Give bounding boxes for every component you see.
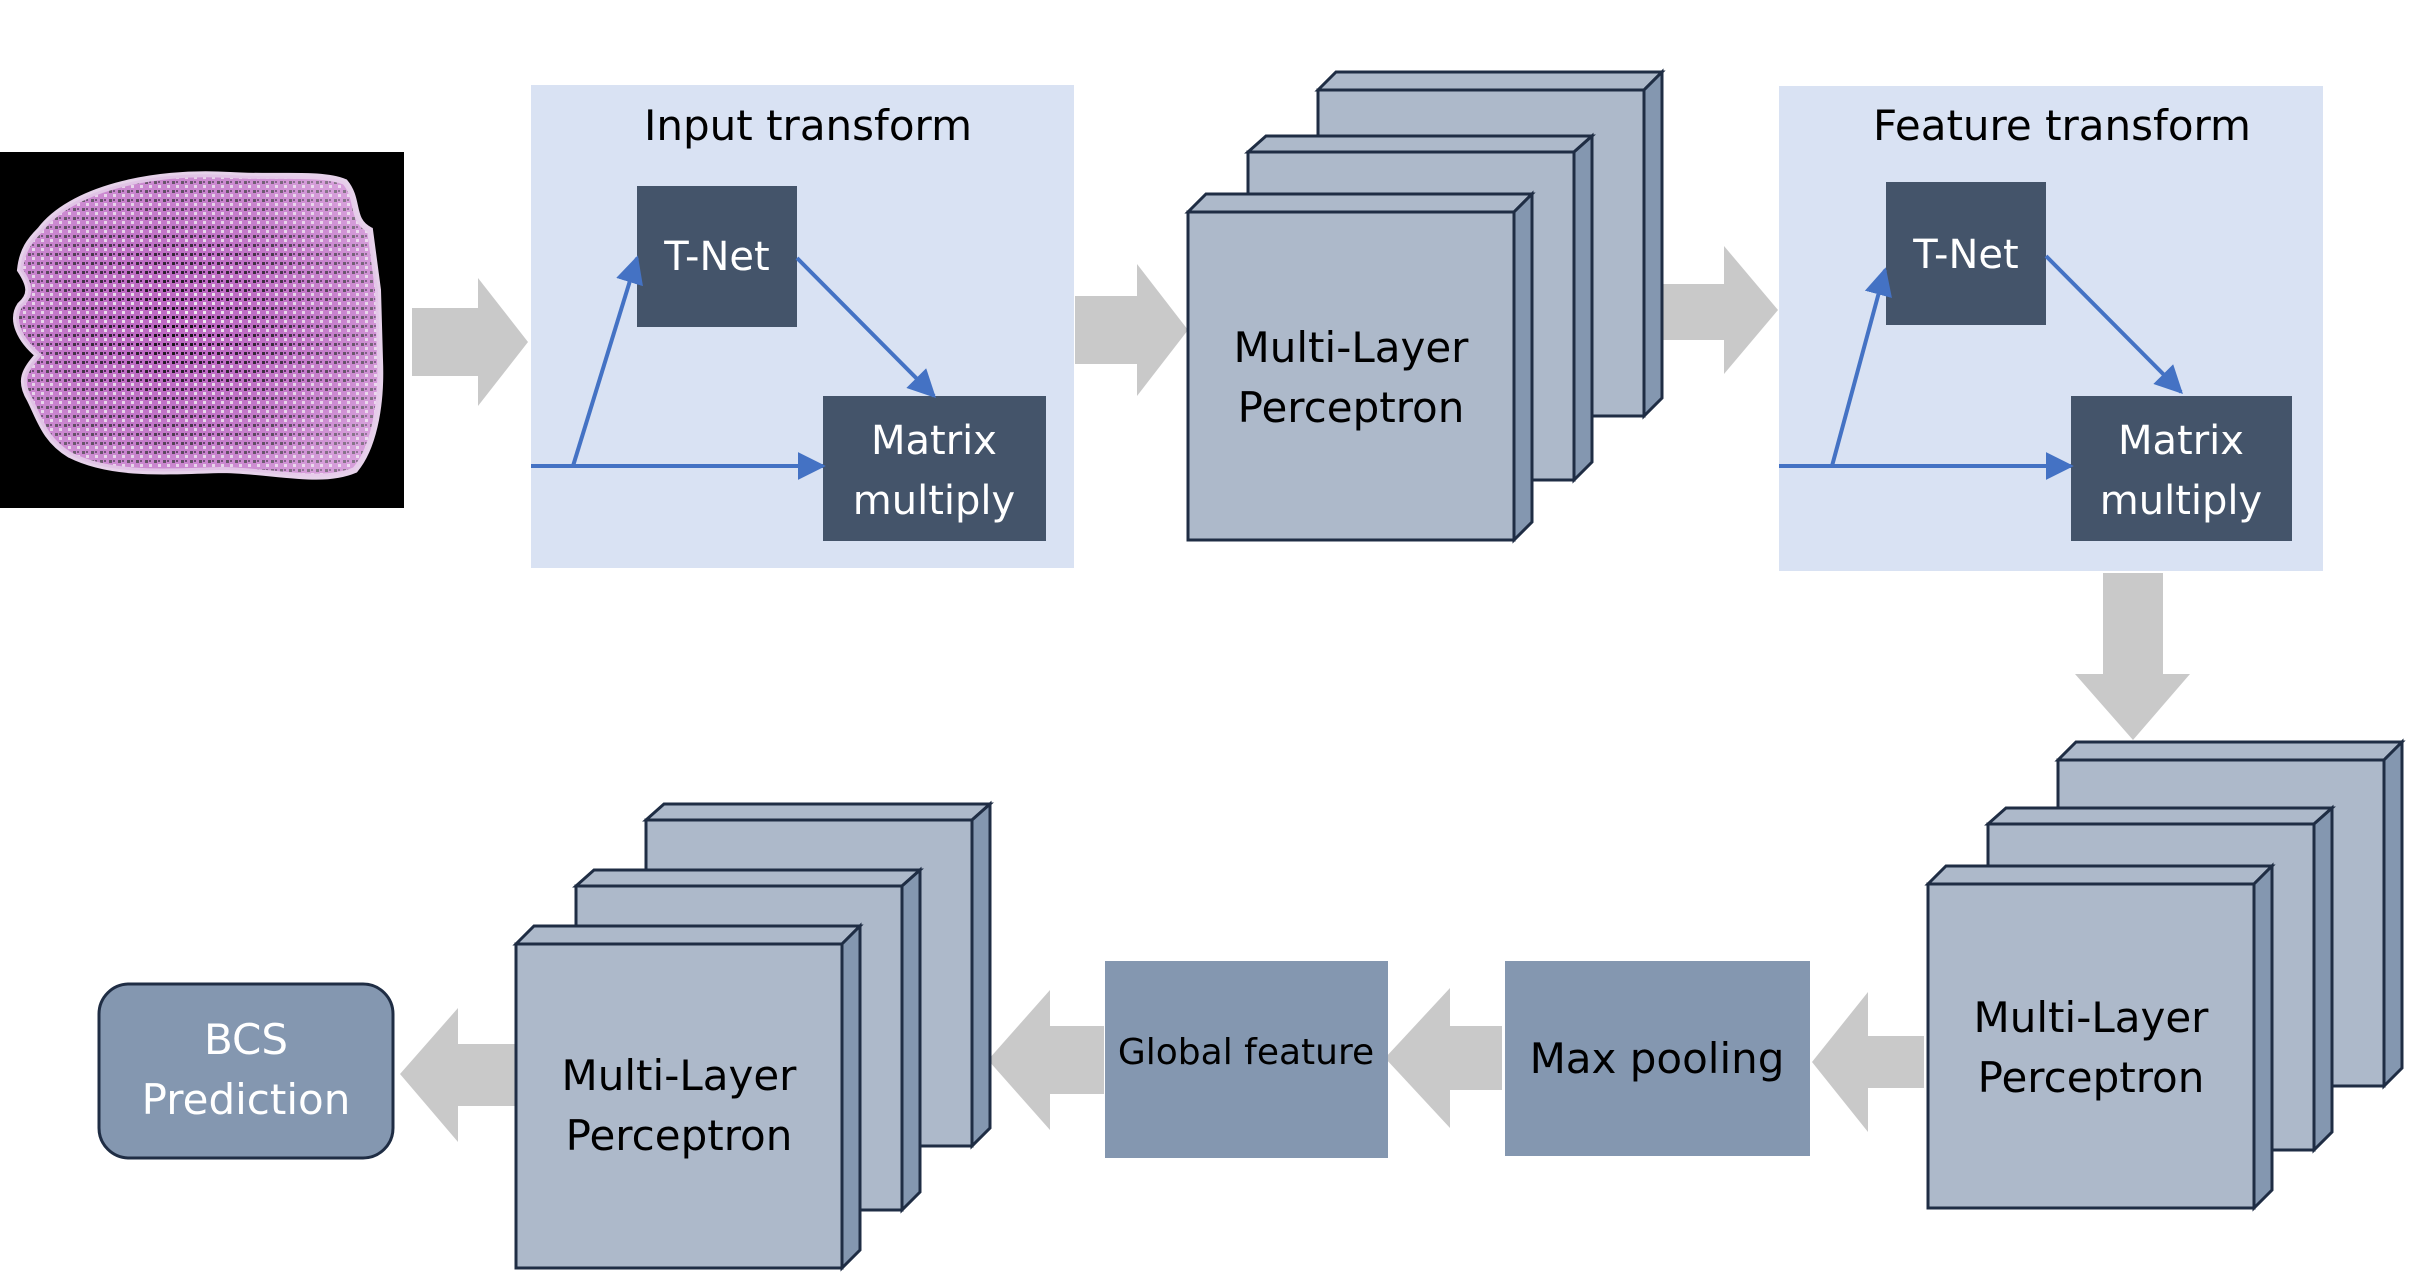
matrix-multiply-box-1	[823, 396, 1046, 541]
tnet-label-2: T-Net	[1912, 232, 2018, 278]
flow-arrow-2	[1075, 264, 1188, 396]
mlp-stack-2: Multi-Layer Perceptron	[1924, 738, 2406, 1212]
mlp-label-2b: Perceptron	[1978, 1053, 2205, 1102]
max-pooling-label: Max pooling	[1530, 1034, 1785, 1083]
mlp-stack-3: Multi-Layer Perceptron	[512, 800, 994, 1272]
flow-arrow-left-1	[1812, 992, 1924, 1132]
feature-transform-panel: Feature transform T-Net Matrix multiply	[1779, 86, 2323, 571]
point-cloud-image	[0, 152, 404, 508]
mlp-stack-1: Multi-Layer Perceptron	[1184, 68, 1666, 544]
bcs-label-b: Prediction	[142, 1075, 351, 1124]
flow-arrow-3	[1663, 246, 1778, 374]
flow-arrow-left-3	[988, 990, 1104, 1130]
mlp-label-1b: Perceptron	[1238, 383, 1465, 432]
flow-arrow-left-2	[1385, 988, 1502, 1128]
global-feature-box: Global feature	[1105, 961, 1388, 1158]
input-transform-panel: Input transform T-Net Matrix multiply	[531, 85, 1074, 568]
bcs-prediction-box: BCS Prediction	[97, 982, 395, 1160]
bcs-label-a: BCS	[204, 1015, 288, 1064]
global-feature-label: Global feature	[1118, 1032, 1374, 1073]
mlp-label-1a: Multi-Layer	[1234, 323, 1470, 372]
feature-transform-title: Feature transform	[1873, 101, 2251, 150]
mlp-layer-front	[1924, 862, 2276, 1212]
tnet-box-2	[1886, 182, 2046, 325]
matrix-label-2b: multiply	[2100, 478, 2262, 524]
input-transform-title: Input transform	[644, 101, 972, 150]
mlp-layer-front	[1184, 190, 1536, 544]
mlp-label-3b: Perceptron	[566, 1111, 793, 1160]
matrix-label-1a: Matrix	[871, 418, 997, 464]
flow-arrow-left-4	[400, 1008, 516, 1142]
max-pooling-box: Max pooling	[1505, 961, 1810, 1156]
connector-to-tnet-1	[571, 255, 643, 467]
tnet-label-1: T-Net	[663, 234, 769, 280]
mlp-label-3a: Multi-Layer	[562, 1051, 798, 1100]
matrix-label-1b: multiply	[853, 478, 1015, 524]
tnet-box-1	[637, 186, 797, 327]
flow-arrow-down	[2075, 573, 2190, 740]
mlp-layer-front	[512, 922, 864, 1272]
matrix-multiply-box-2	[2071, 396, 2292, 541]
connector-tnet-to-matrix-2	[2044, 254, 2183, 394]
matrix-label-2a: Matrix	[2118, 418, 2244, 464]
flow-arrow-1	[412, 278, 528, 406]
mlp-label-2a: Multi-Layer	[1974, 993, 2210, 1042]
connector-to-tnet-2	[1830, 267, 1892, 467]
connector-tnet-to-matrix-1	[795, 256, 936, 398]
